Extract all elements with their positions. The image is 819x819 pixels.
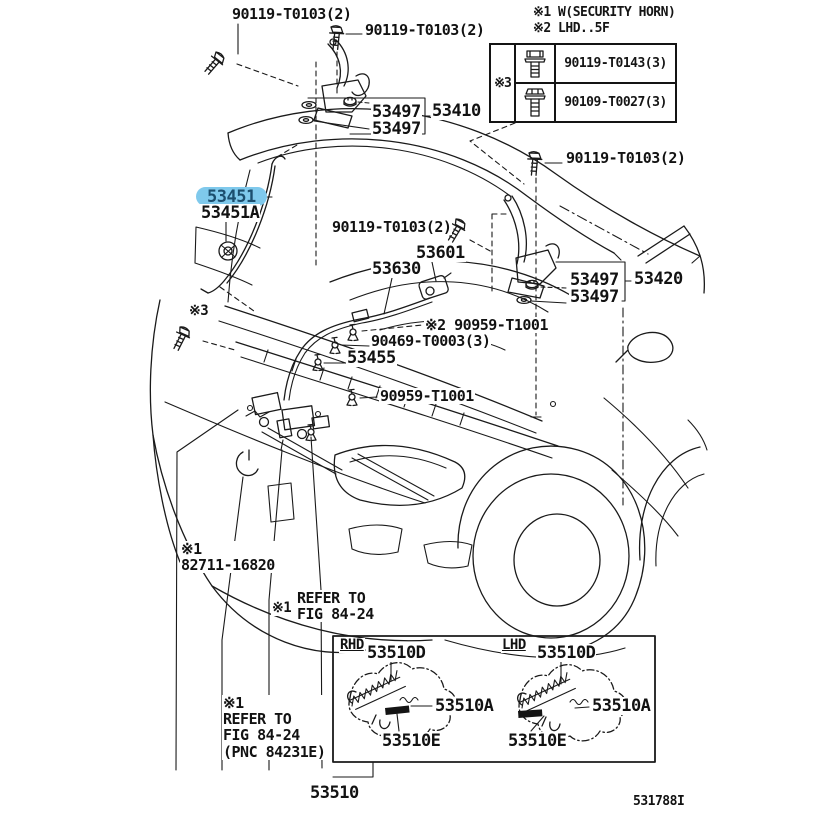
part-label-53497-hinge-nut-2: 53497 [371, 119, 422, 139]
part-label-90119-t0103-center: 90119-T0103(2) [331, 218, 453, 236]
part-label-53497-right-nut-1: 53497 [569, 270, 620, 290]
fastener-table-row: 90119-T0143(3) [516, 45, 675, 82]
part-label-53510-lock-assembly: 53510 [309, 783, 360, 803]
part-label-53497-hinge-nut-1: 53497 [371, 102, 422, 122]
marker-3-bumper-bolt: ※3 [188, 303, 210, 320]
hood-support-rod-drawing [195, 145, 297, 311]
part-label-53510e-rhd: 53510E [381, 731, 442, 751]
part-label-90959-t1001-upper-clip: ※2 90959-T1001 [424, 316, 549, 334]
part-label-90119-t0103-right: 90119-T0103(2) [565, 149, 687, 167]
note-lhd-5f: ※2 LHD..5F [533, 21, 610, 36]
part-label-82711-16820-hook: ※1 82711-16820 [180, 540, 276, 575]
fastener-part-number: 90109-T0027(3) [564, 95, 667, 110]
fastener-table-row: 90109-T0027(3) [516, 82, 675, 121]
part-label-53451a-rod-grommet: 53451A [200, 203, 261, 223]
inset-heading-lhd: LHD [501, 637, 527, 654]
part-label-90469-t0003-clip: 90469-T0003(3) [370, 332, 492, 350]
flange-bolt-icon [516, 84, 556, 121]
fastener-part-number: 90119-T0143(3) [564, 56, 667, 71]
car-body-drawing [150, 109, 707, 658]
part-label-90119-t0103-top: 90119-T0103(2) [364, 21, 486, 39]
part-label-53410-hood-hinge-lh: 53410 [431, 101, 482, 121]
part-label-53497-right-nut-2: 53497 [569, 287, 620, 307]
part-label-53451-hood-support-rod[interactable]: 53451 [196, 187, 267, 207]
marker-1-refer-fig: ※1 [271, 600, 293, 617]
part-label-53510a-rhd: 53510A [434, 696, 495, 716]
part-label-53601-lock-cylinder: 53601 [415, 243, 466, 263]
figure-code: 531788I [632, 794, 686, 810]
part-label-53510d-rhd: 53510D [366, 643, 427, 663]
note-refer-fig-84-24-pnc: ※1 REFER TO FIG 84-24 (PNC 84231E) [222, 694, 327, 761]
hood-lock-in-place-drawing [169, 324, 329, 475]
note-security-horn: ※1 W(SECURITY HORN) [533, 5, 676, 20]
hood-hinge-left-drawing [201, 24, 430, 268]
washer-bolt-icon [516, 45, 556, 82]
part-label-53510d-lhd: 53510D [536, 643, 597, 663]
part-label-53510e-lhd: 53510E [507, 731, 568, 751]
fastener-table: ※3 90119-T0143(3) [489, 43, 677, 123]
note-refer-fig-84-24: REFER TO FIG 84-24 [296, 589, 375, 624]
inset-heading-rhd: RHD [339, 637, 365, 654]
part-label-90119-t0103-top-left: 90119-T0103(2) [231, 5, 353, 23]
part-label-53420-hood-hinge-rh: 53420 [633, 269, 684, 289]
part-label-53630-release-cable: 53630 [371, 259, 422, 279]
fastener-table-marker: ※3 [491, 45, 516, 121]
hood-hinge-right-drawing [437, 123, 631, 417]
part-label-90959-t1001-lower-clip: 90959-T1001 [379, 387, 475, 405]
part-label-53510a-lhd: 53510A [591, 696, 652, 716]
part-label-53455-latch: 53455 [346, 348, 397, 368]
lock-inset-box [333, 636, 655, 762]
